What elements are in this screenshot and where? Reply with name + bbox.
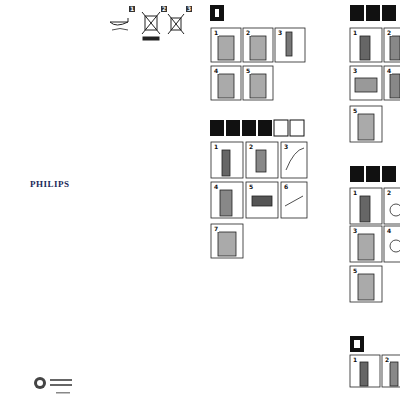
care-icons <box>110 12 184 40</box>
step-number: 1 <box>352 30 358 36</box>
step-number: 4 <box>213 184 219 190</box>
brand-name: PHILIPS <box>30 180 70 189</box>
icon-number: 3 <box>186 6 192 12</box>
step-number: 2 <box>386 30 392 36</box>
step-number: 4 <box>386 228 392 234</box>
step-number: 7 <box>213 226 219 232</box>
step-number: 5 <box>352 268 358 274</box>
section-headers <box>210 5 396 352</box>
step-number: 1 <box>213 144 219 150</box>
icon-number: 2 <box>161 6 167 12</box>
step-number: 5 <box>248 184 254 190</box>
step-number: 6 <box>283 184 289 190</box>
step-number: 1 <box>352 357 358 363</box>
step-number: 1 <box>213 30 219 36</box>
step-number: 2 <box>248 144 254 150</box>
step-number: 4 <box>386 68 392 74</box>
step-number: 5 <box>352 108 358 114</box>
icon-number: 1 <box>129 6 135 12</box>
step-number: 2 <box>386 190 392 196</box>
step-number: 5 <box>245 68 251 74</box>
step-number: 3 <box>283 144 289 150</box>
recycle-logo <box>34 377 72 394</box>
step-number: 4 <box>213 68 219 74</box>
step-number: 2 <box>384 357 390 363</box>
step-panels <box>211 28 400 387</box>
step-number: 3 <box>352 228 358 234</box>
step-number: 3 <box>352 68 358 74</box>
step-number: 3 <box>277 30 283 36</box>
step-number: 2 <box>245 30 251 36</box>
step-number: 1 <box>352 190 358 196</box>
